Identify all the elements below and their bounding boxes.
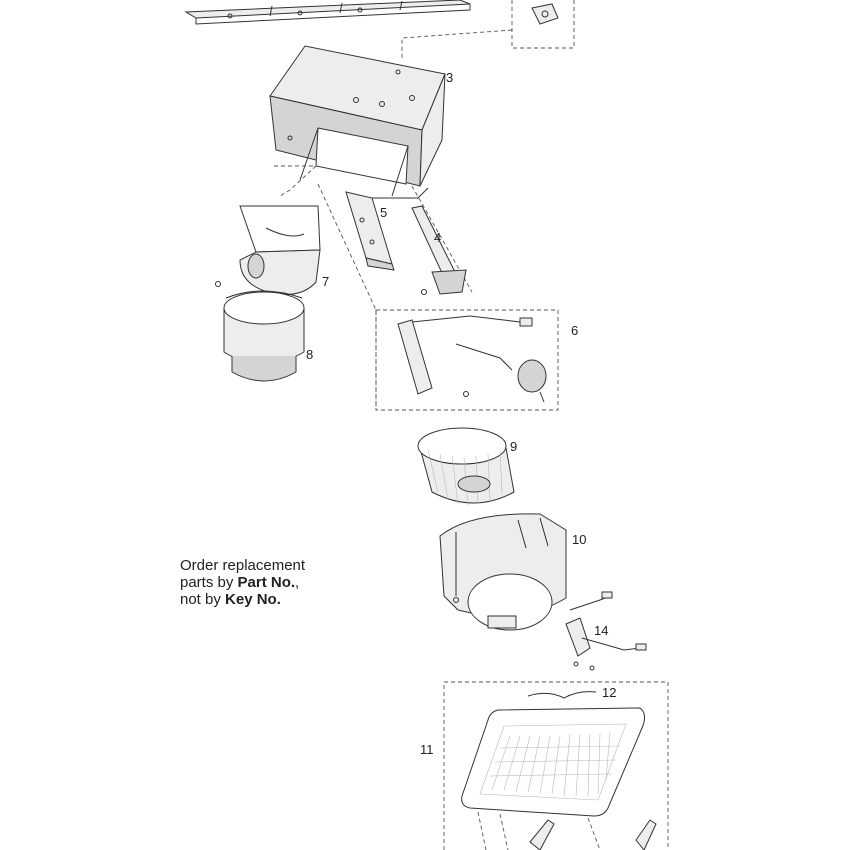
duct-connector-part [223,290,305,382]
duct-adapter-part [215,205,321,295]
key-label-7: 7 [322,274,330,289]
junction-clip-part [401,0,575,58]
key-label-11: 11 [420,742,434,757]
key-label-14: 14 [594,623,609,638]
note-line-2-prefix: parts by [180,574,238,591]
grille-springs-part [527,691,597,699]
key-label-3: 3 [446,70,454,85]
note-key-no: Key No. [225,591,281,608]
note-line-2: parts by Part No., [180,574,305,591]
key-label-4: 4 [434,230,442,245]
key-label-8: 8 [306,347,314,362]
key-label-6: 6 [571,323,579,338]
mounting-bracket-part [184,0,471,25]
note-line-2-suffix: , [295,574,300,591]
key-label-5: 5 [380,205,388,220]
damper-part-4 [411,205,467,295]
key-label-9: 9 [510,439,518,454]
bracket-part-5 [345,187,429,271]
key-label-10: 10 [572,532,587,547]
blower-housing-part [439,513,567,631]
ordering-note: Order replacement parts by Part No., not… [180,557,305,608]
note-line-3: not by Key No. [180,591,305,608]
housing-part [269,45,446,197]
wiring-harness-part [565,591,647,671]
grille-part [443,681,669,850]
note-line-3-prefix: not by [180,591,226,608]
note-part-no: Part No. [237,574,296,591]
blower-wheel-part [417,427,515,507]
note-line-1: Order replacement [180,557,306,574]
key-label-12: 12 [602,685,617,700]
motor-assembly-part [375,309,559,411]
